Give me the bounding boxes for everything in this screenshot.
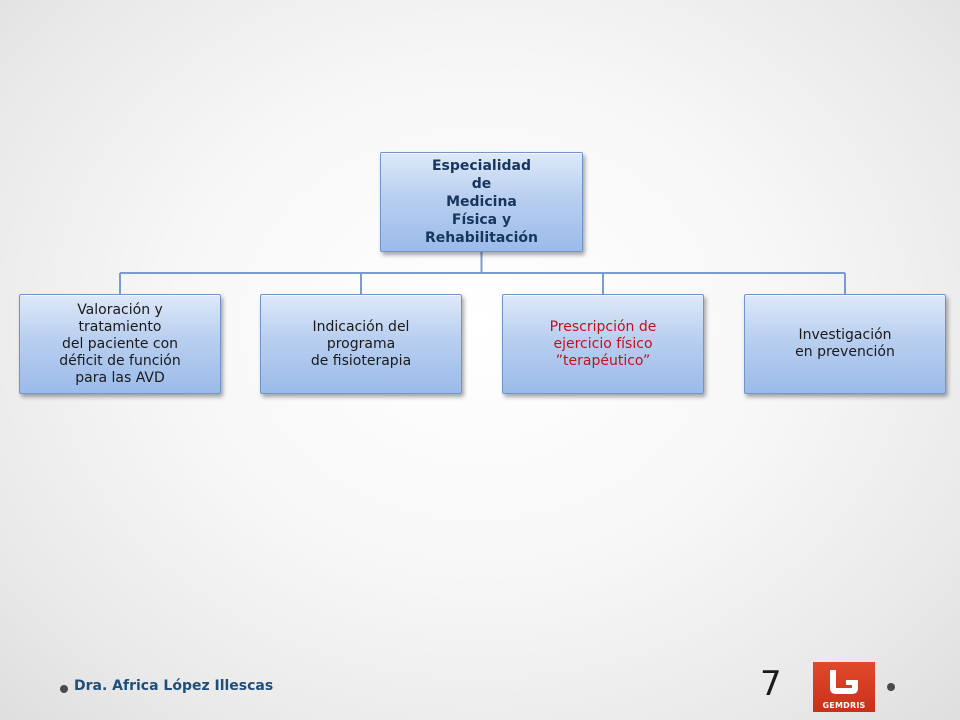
footer-bullet-left-icon (60, 685, 68, 693)
node-child-line: Valoración y (77, 301, 163, 318)
node-child-indicacion: Indicación del programa de fisioterapia (260, 294, 462, 394)
node-root-line: Física y (451, 212, 512, 228)
gemdris-logo-text: GEMDRIS (822, 701, 866, 710)
page-number: 7 (760, 664, 782, 704)
node-root-line: de (471, 176, 492, 192)
node-child-line: para las AVD (75, 369, 165, 386)
node-child-investigacion: Investigación en prevención (744, 294, 946, 394)
node-child-line: déficit de función (59, 352, 181, 369)
node-child-line: del paciente con (61, 335, 179, 352)
footer-author: Dra. Africa López Illescas (74, 678, 274, 694)
node-root-line: Medicina (446, 194, 517, 210)
node-root-line: Especialidad (431, 158, 532, 174)
node-child-line: Investigación (798, 327, 892, 343)
node-child-line: tratamiento (78, 318, 162, 335)
node-child-valoracion: Valoración y tratamiento del paciente co… (19, 294, 221, 394)
node-child-line: de fisioterapia (310, 352, 412, 369)
node-child-line: ”terapéutico” (555, 352, 651, 369)
footer-bullet-right-icon (887, 683, 895, 691)
node-child-prescripcion: Prescripción de ejercicio físico ”terapé… (502, 294, 704, 394)
node-child-line: Indicación del (312, 318, 410, 335)
node-child-line: programa (326, 335, 396, 352)
gemdris-logo: GEMDRIS (813, 662, 875, 712)
node-root-line: Rehabilitación (425, 230, 538, 246)
node-root-especialidad: Especialidad de Medicina Física y Rehabi… (380, 152, 583, 252)
node-child-line: en prevención (795, 344, 895, 360)
node-child-line: ejercicio físico (553, 335, 653, 352)
node-child-line: Prescripción de (549, 318, 657, 335)
gemdris-logo-mark-icon (830, 670, 858, 694)
